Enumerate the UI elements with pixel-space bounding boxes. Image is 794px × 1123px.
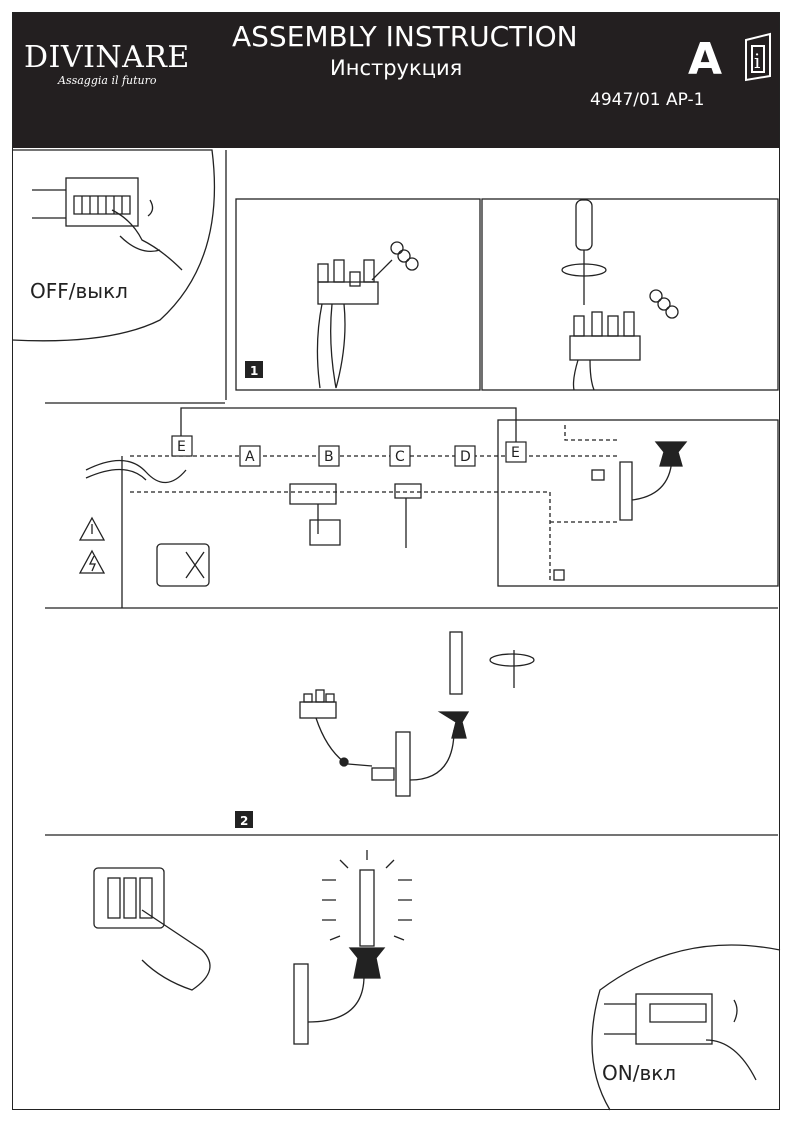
info-book-icon: i xyxy=(745,32,771,82)
step2-badge: 2 xyxy=(235,811,253,828)
page-subtitle: Инструкция xyxy=(330,56,463,80)
step1-panel-right xyxy=(481,198,779,391)
screwdriver-icon xyxy=(561,199,607,305)
tool-label-e: E xyxy=(177,439,186,455)
tool-label-c: C xyxy=(395,449,405,465)
tool-label-d: D xyxy=(460,449,471,465)
lamp-head-icon xyxy=(654,441,688,467)
page-title: ASSEMBLY INSTRUCTION xyxy=(232,20,578,53)
breaker-on-panel xyxy=(591,944,781,1111)
svg-text:2: 2 xyxy=(240,814,248,828)
terminal-block-icon-3 xyxy=(299,689,345,763)
terminal-block-icon-2 xyxy=(569,289,679,391)
tool-label-e2: E xyxy=(511,445,520,461)
tool-label-b: B xyxy=(324,449,334,465)
brand-tagline: Assaggia il futuro xyxy=(58,74,157,87)
drill-icon xyxy=(289,483,341,546)
cable-icon xyxy=(85,459,187,484)
svg-text:1: 1 xyxy=(250,364,258,378)
off-label: OFF/выкл xyxy=(30,279,128,303)
mounting-detail-panel xyxy=(497,419,779,587)
step1-panel-left xyxy=(235,198,481,391)
hammer-icon xyxy=(394,483,422,548)
high-voltage-icon xyxy=(78,549,106,574)
pointing-hand-icon xyxy=(141,909,211,991)
warning-icon xyxy=(78,516,106,541)
header: DIVINARE Assaggia il futuro ASSEMBLY INS… xyxy=(12,12,780,148)
breaker-switch-icon xyxy=(73,195,131,215)
brand-logo: DIVINARE xyxy=(24,40,190,75)
hand-icon xyxy=(111,209,183,271)
tool-label-a: A xyxy=(245,449,255,465)
lamp-icon xyxy=(293,850,412,1045)
svg-text:i: i xyxy=(754,49,760,73)
lamp-shade-icon xyxy=(449,631,463,695)
terminal-block-icon xyxy=(316,241,419,389)
rotate-icon xyxy=(489,653,535,667)
section-letter: A xyxy=(688,34,723,85)
page-frame xyxy=(12,12,780,1110)
wall-switch-icon xyxy=(93,867,165,929)
model-number: 4947/01 AP-1 xyxy=(590,90,705,110)
breaker-off-panel xyxy=(11,149,227,404)
tool-labels xyxy=(171,435,527,467)
no-drilling-pipes-icon xyxy=(156,543,210,587)
on-label: ON/вкл xyxy=(602,1061,676,1085)
step1-badge: 1 xyxy=(245,361,263,378)
